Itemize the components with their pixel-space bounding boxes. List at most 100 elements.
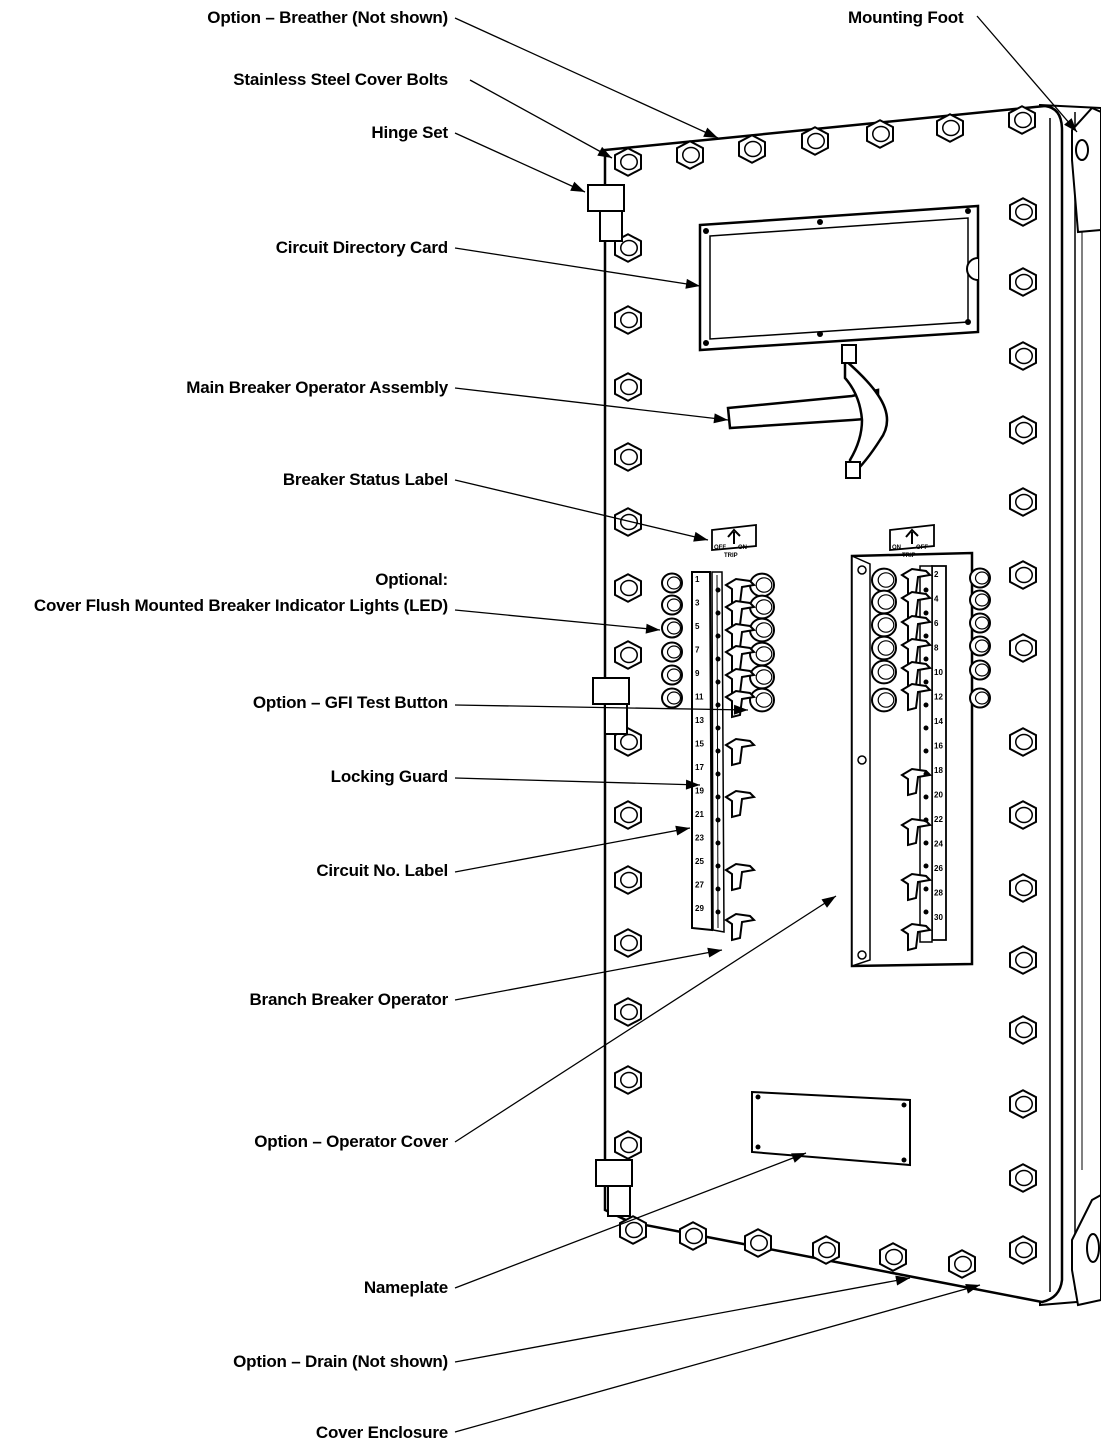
bolt (1009, 560, 1037, 590)
label-cover-enclosure: Cover Enclosure (315, 1423, 448, 1442)
bolt (614, 997, 642, 1027)
bolt (1009, 267, 1037, 297)
main-breaker-cap (845, 461, 861, 479)
circuit-number-left: 9 (695, 669, 700, 678)
leader-arrowhead (821, 896, 836, 908)
branch-breaker-operator (900, 614, 933, 644)
led-lens (974, 571, 990, 585)
leader-arrowhead (895, 1275, 910, 1286)
bolt-washer (954, 1255, 972, 1273)
branch-breaker-operator (900, 922, 933, 952)
leader-line (454, 1284, 981, 1433)
bolt-washer (1015, 879, 1033, 897)
led-lens (666, 576, 682, 590)
operator-cover-screw (857, 950, 867, 960)
label-mounting-foot: Mounting Foot (848, 8, 964, 27)
indicator-led (661, 617, 683, 639)
bolt (614, 1065, 642, 1095)
status-label-arrow (905, 528, 919, 544)
circuit-number-right: 16 (934, 742, 943, 751)
bolt-washer (1015, 203, 1033, 221)
bolt (1009, 1235, 1037, 1265)
indicator-led (871, 567, 897, 593)
bolt (948, 1249, 976, 1279)
label-gfi-button: Option – GFI Test Button (252, 693, 448, 712)
bolt-washer (942, 119, 960, 137)
leader-line (469, 79, 613, 159)
led-lens (666, 691, 682, 705)
branch-breaker-operator (900, 590, 933, 620)
bolt-washer (885, 1248, 903, 1266)
bolt (744, 1228, 772, 1258)
bolt (1008, 105, 1036, 135)
bolt-washer (620, 579, 638, 597)
bolt (1009, 800, 1037, 830)
bolt-washer (1015, 951, 1033, 969)
guard-rivet (715, 587, 721, 593)
indicator-led (661, 687, 683, 709)
leader-line (454, 387, 729, 421)
leader-arrowhead (675, 825, 690, 836)
led-lens (755, 599, 773, 615)
led-lens (755, 692, 773, 708)
hinge-block (587, 184, 625, 212)
guard-rivet (715, 863, 721, 869)
circuit-number-left: 1 (695, 575, 700, 584)
leader-line (454, 1277, 911, 1363)
bolt-washer (807, 132, 825, 150)
branch-breaker-operator (724, 912, 757, 942)
cover-panel (603, 104, 1064, 1304)
circuit-number-label-left (691, 571, 714, 932)
indicator-led (871, 687, 897, 713)
label-locking-guard: Locking Guard (330, 767, 449, 786)
leader-lines (454, 15, 1078, 1433)
leader-arrowhead (703, 127, 718, 138)
indicator-led (661, 572, 683, 594)
circuit-number-right: 24 (934, 840, 943, 849)
status-label-text: ON (738, 545, 747, 551)
branch-breaker-operator (724, 862, 757, 892)
indicator-led (969, 687, 991, 709)
branch-breaker-operator (900, 767, 933, 797)
circuit-number-right: 26 (934, 864, 943, 873)
bolt (679, 1221, 707, 1251)
bolt (1009, 945, 1037, 975)
guard-rivet (923, 863, 929, 869)
branch-breaker-operator (724, 622, 757, 652)
bolt (614, 1130, 642, 1160)
led-lens (974, 616, 990, 630)
bolt (1009, 873, 1037, 903)
branch-breaker-operator (900, 872, 933, 902)
bolt (1009, 633, 1037, 663)
bolt-washer (682, 146, 700, 164)
led-lens (755, 577, 773, 593)
bolt (812, 1235, 840, 1265)
leader-line (976, 15, 1078, 133)
leader-line (454, 132, 586, 193)
leader-arrowhead (733, 704, 748, 715)
indicator-led (871, 635, 897, 661)
branch-breaker-operator (900, 660, 933, 690)
bolt-washer (1015, 421, 1033, 439)
directory-card-screw (817, 331, 823, 337)
main-breaker-cap (841, 344, 857, 364)
bolt-washer (620, 733, 638, 751)
enclosure-body (603, 103, 1101, 1307)
bolt-washer (620, 1003, 638, 1021)
leader-line (454, 247, 701, 287)
indicator-led (749, 641, 775, 667)
guard-rivet (923, 886, 929, 892)
led-lens (877, 617, 895, 633)
hinge-pin (607, 1185, 631, 1217)
guard-rivet (923, 679, 929, 685)
circuit-number-left: 23 (695, 834, 704, 843)
bolt-washer (1015, 639, 1033, 657)
circuit-number-right: 6 (934, 619, 939, 628)
branch-breaker-operator (900, 637, 933, 667)
circuit-number-right: 22 (934, 815, 943, 824)
guard-rivet (715, 656, 721, 662)
bolt-washer (1015, 493, 1033, 511)
led-lens (974, 663, 990, 677)
bolt-washer (750, 1234, 768, 1252)
nameplate-screw (901, 1102, 907, 1108)
